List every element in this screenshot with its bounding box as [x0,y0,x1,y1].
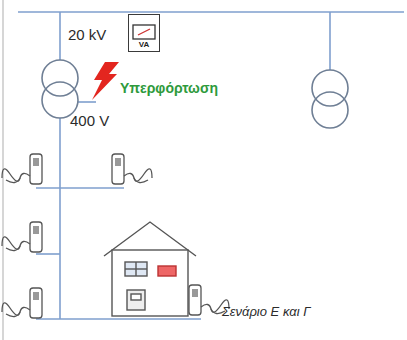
caption: Σενάριο Ε και Γ [222,304,311,319]
charger-icons [2,154,229,318]
house-icon [104,222,196,316]
voltage-label: 400 V [70,112,109,129]
overload-label: Υπερφόρτωση [120,80,218,96]
voltage-label: 20 kV [68,26,106,43]
busbars [18,12,404,319]
meter-box: VA [128,14,160,52]
overload-bolt [92,62,119,100]
transformer-symbol [42,60,348,128]
meter-label: VA [139,41,150,51]
meter-display [132,23,156,41]
